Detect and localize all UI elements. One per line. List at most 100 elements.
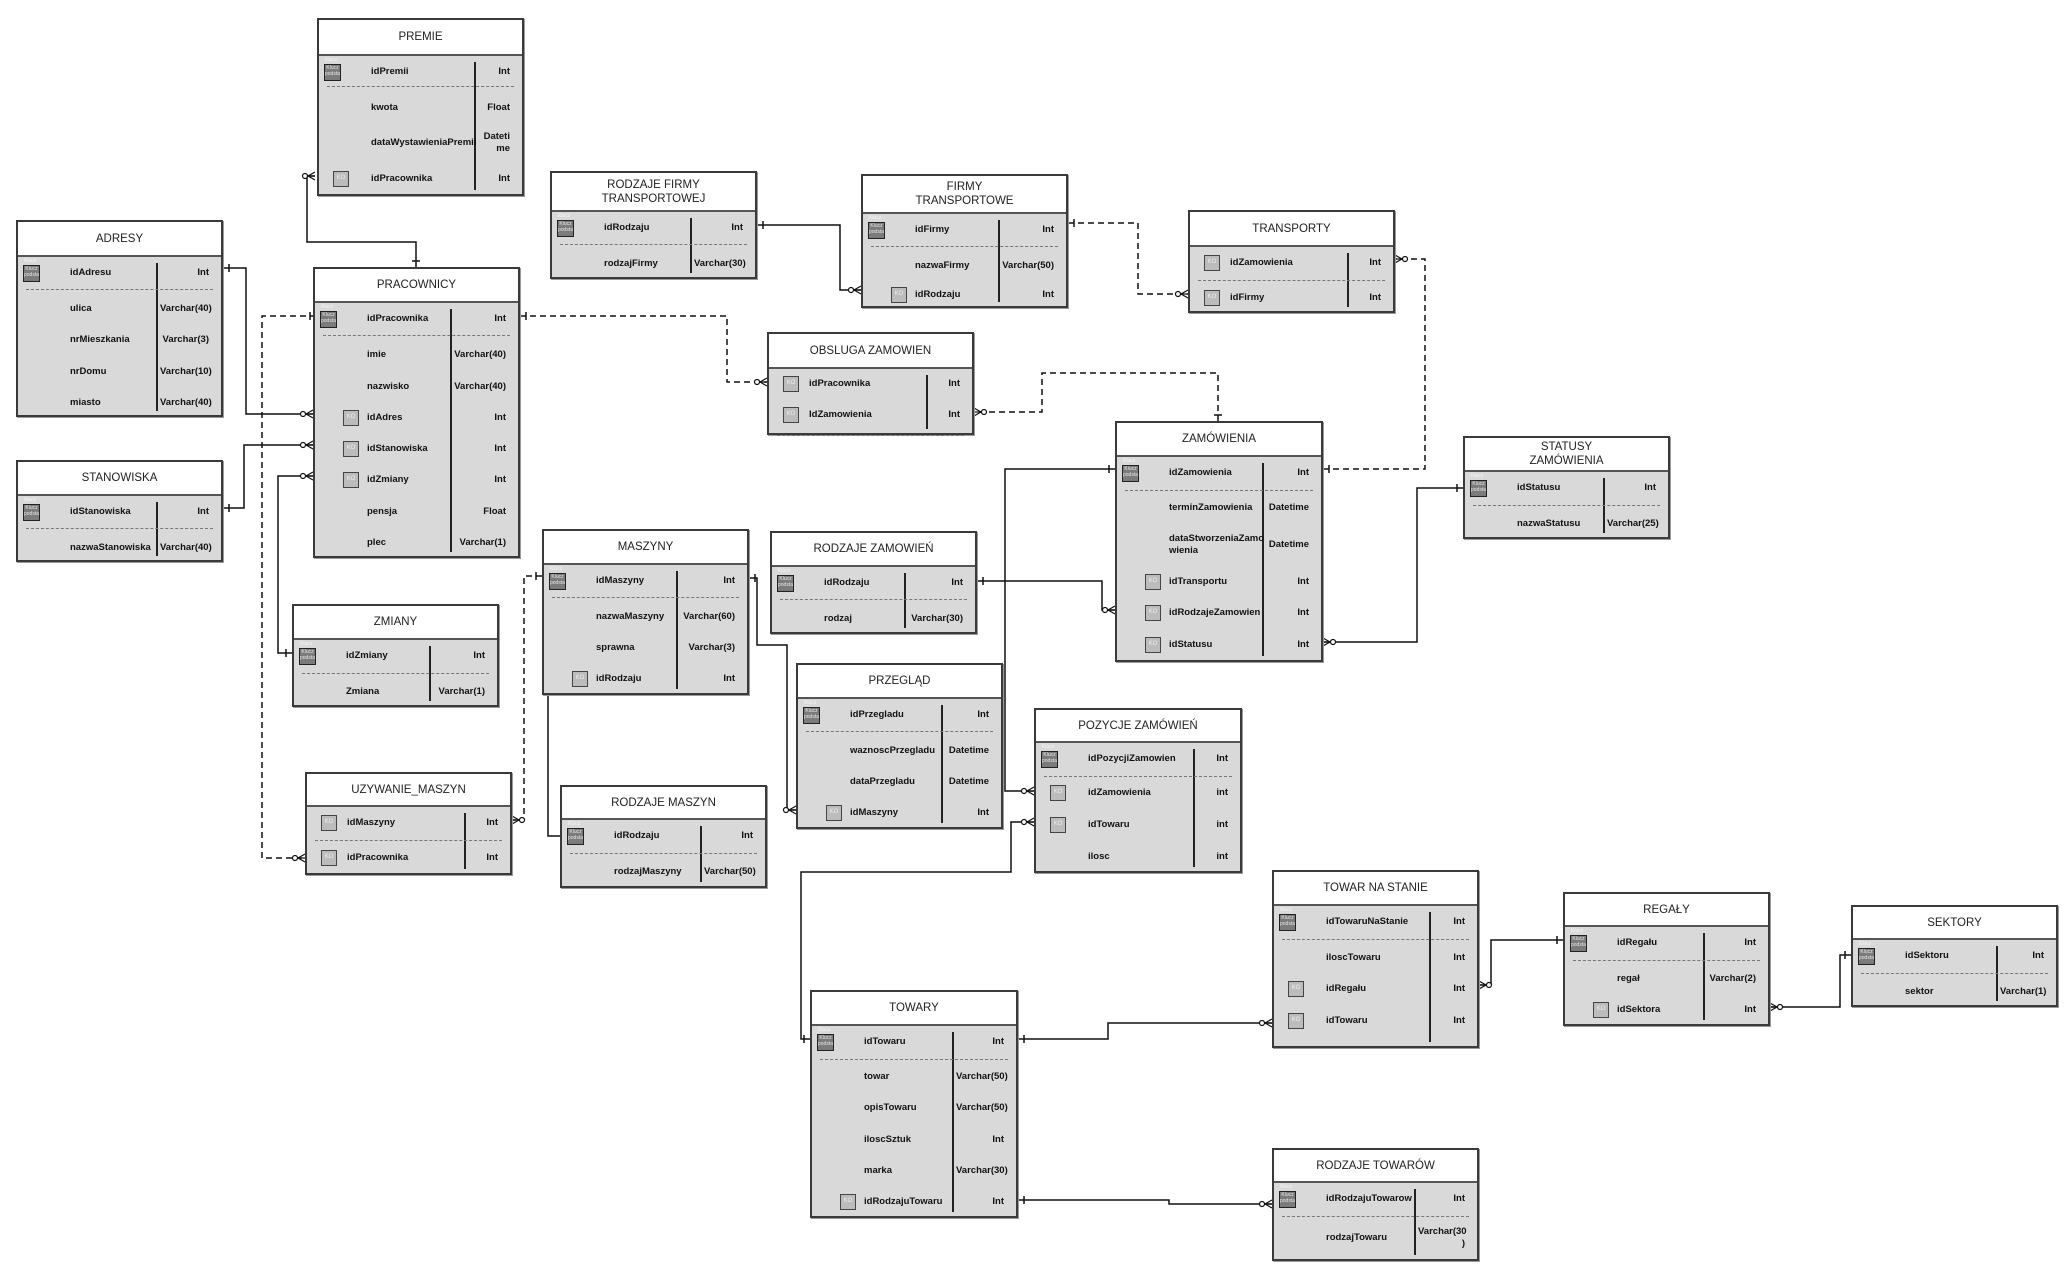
- relationship-line[interactable]: [512, 575, 542, 821]
- relationship-line[interactable]: [520, 315, 767, 383]
- relationship-line[interactable]: [1068, 222, 1188, 295]
- relationship-line[interactable]: [974, 372, 1219, 421]
- relationship-line[interactable]: [1770, 954, 1851, 1008]
- relationship-line[interactable]: [757, 224, 861, 291]
- relationship-line[interactable]: [977, 580, 1115, 611]
- relationship-line[interactable]: [1018, 1022, 1272, 1040]
- relationship-line[interactable]: [1018, 1199, 1272, 1205]
- relationship-line[interactable]: [223, 267, 313, 415]
- relationship-line[interactable]: [1479, 939, 1563, 986]
